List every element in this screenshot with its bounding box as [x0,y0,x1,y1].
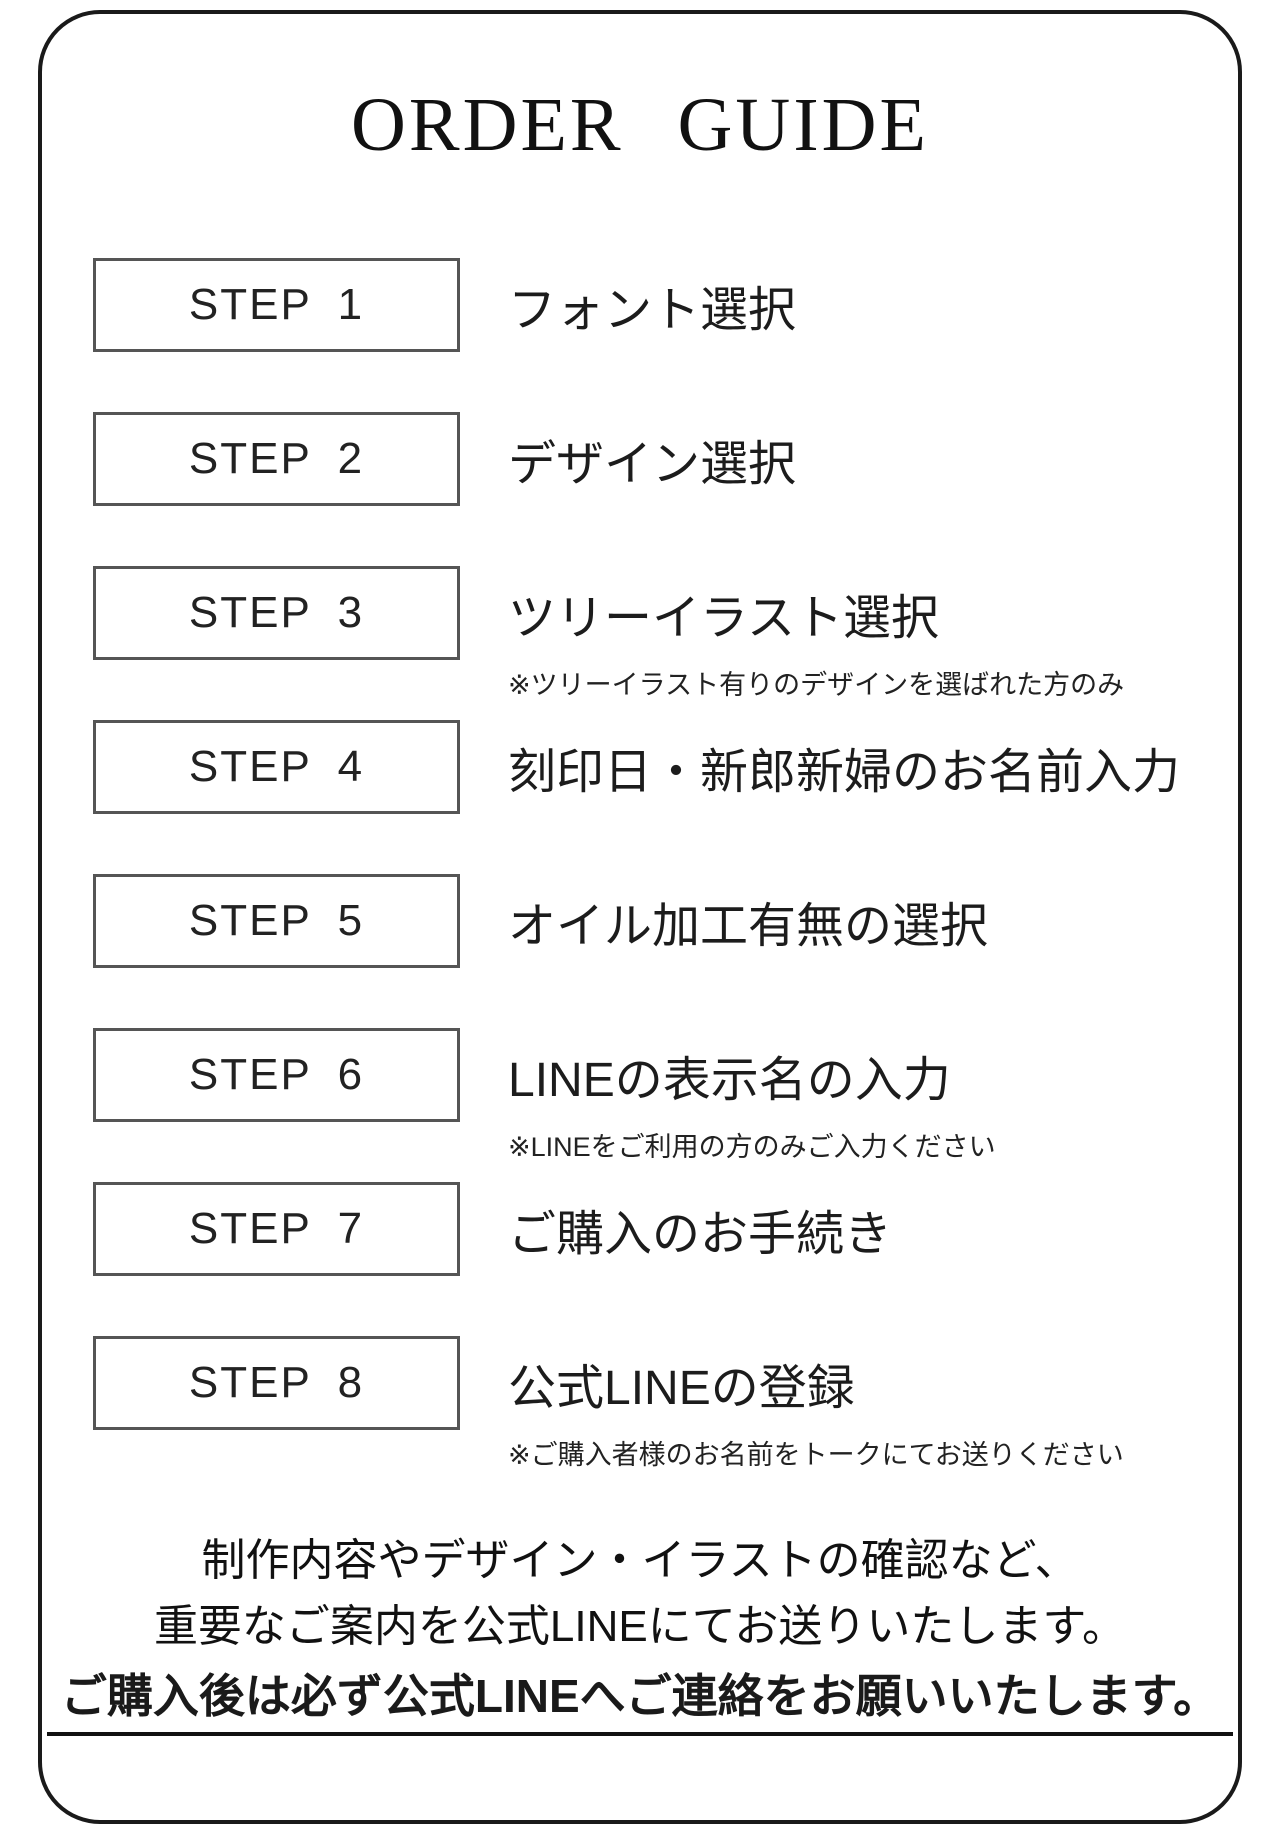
page-title: ORDER GUIDE [351,83,929,167]
footer-line-3-emphasis: ご購入後は必ず公式LINEへご連絡をお願いいたします。 [46,1668,1234,1736]
step-box-1: STEP 1 [93,258,460,352]
step-label-2: STEP 2 [188,434,365,483]
step-note-6: ※LINEをご利用の方のみご入力ください [508,1132,996,1162]
step-row-6: STEP 6 LINEの表示名の入力 ※LINEをご利用の方のみご入力ください [93,1028,996,1162]
step-note-3: ※ツリーイラスト有りのデザインを選ばれた方のみ [508,670,1125,700]
step-row-2: STEP 2 デザイン選択 [93,412,796,506]
step-text-1: フォント選択 [508,258,796,352]
step-row-7: STEP 7 ご購入のお手続き [93,1182,892,1276]
step-title-4: 刻印日・新郎新婦のお名前入力 [508,746,1181,799]
step-box-5: STEP 5 [93,874,460,968]
step-row-3: STEP 3 ツリーイラスト選択 ※ツリーイラスト有りのデザインを選ばれた方のみ [93,566,1124,700]
step-label-6: STEP 6 [188,1050,365,1099]
step-label-5: STEP 5 [188,896,365,945]
step-box-8: STEP 8 [93,1336,460,1430]
step-row-5: STEP 5 オイル加工有無の選択 [93,874,988,968]
step-label-1: STEP 1 [188,280,365,329]
step-title-6: LINEの表示名の入力 [508,1054,951,1107]
step-box-7: STEP 7 [93,1182,460,1276]
step-text-2: デザイン選択 [508,412,796,506]
step-box-6: STEP 6 [93,1028,460,1122]
step-text-5: オイル加工有無の選択 [508,874,988,968]
step-box-3: STEP 3 [93,566,460,660]
footer-line-2: 重要なご案内を公式LINEにてお送りいたします。 [153,1602,1127,1651]
step-row-8: STEP 8 公式LINEの登録 ※ご購入者様のお名前をトークにてお送りください [93,1336,1124,1470]
step-title-5: オイル加工有無の選択 [508,900,989,953]
step-text-4: 刻印日・新郎新婦のお名前入力 [508,720,1180,814]
step-text-8: 公式LINEの登録 ※ご購入者様のお名前をトークにてお送りください [508,1336,1124,1470]
step-title-2: デザイン選択 [508,438,797,491]
step-text-7: ご購入のお手続き [508,1182,892,1276]
step-row-4: STEP 4 刻印日・新郎新婦のお名前入力 [93,720,1180,814]
step-label-3: STEP 3 [188,588,365,637]
step-label-7: STEP 7 [188,1204,365,1253]
step-text-3: ツリーイラスト選択 ※ツリーイラスト有りのデザインを選ばれた方のみ [508,566,1124,700]
step-title-1: フォント選択 [508,284,797,337]
step-label-8: STEP 8 [188,1358,365,1407]
footer: 制作内容やデザイン・イラストの確認など、 重要なご案内を公式LINEにてお送りい… [0,1528,1280,1736]
step-box-2: STEP 2 [93,412,460,506]
step-row-1: STEP 1 フォント選択 [93,258,796,352]
step-note-8: ※ご購入者様のお名前をトークにてお送りください [508,1440,1124,1470]
step-text-6: LINEの表示名の入力 ※LINEをご利用の方のみご入力ください [508,1028,996,1162]
footer-line-1: 制作内容やデザイン・イラストの確認など、 [201,1536,1079,1585]
step-title-3: ツリーイラスト選択 [508,592,940,645]
step-label-4: STEP 4 [188,742,365,791]
step-title-8: 公式LINEの登録 [508,1362,855,1415]
step-box-4: STEP 4 [93,720,460,814]
step-title-7: ご購入のお手続き [508,1208,893,1261]
